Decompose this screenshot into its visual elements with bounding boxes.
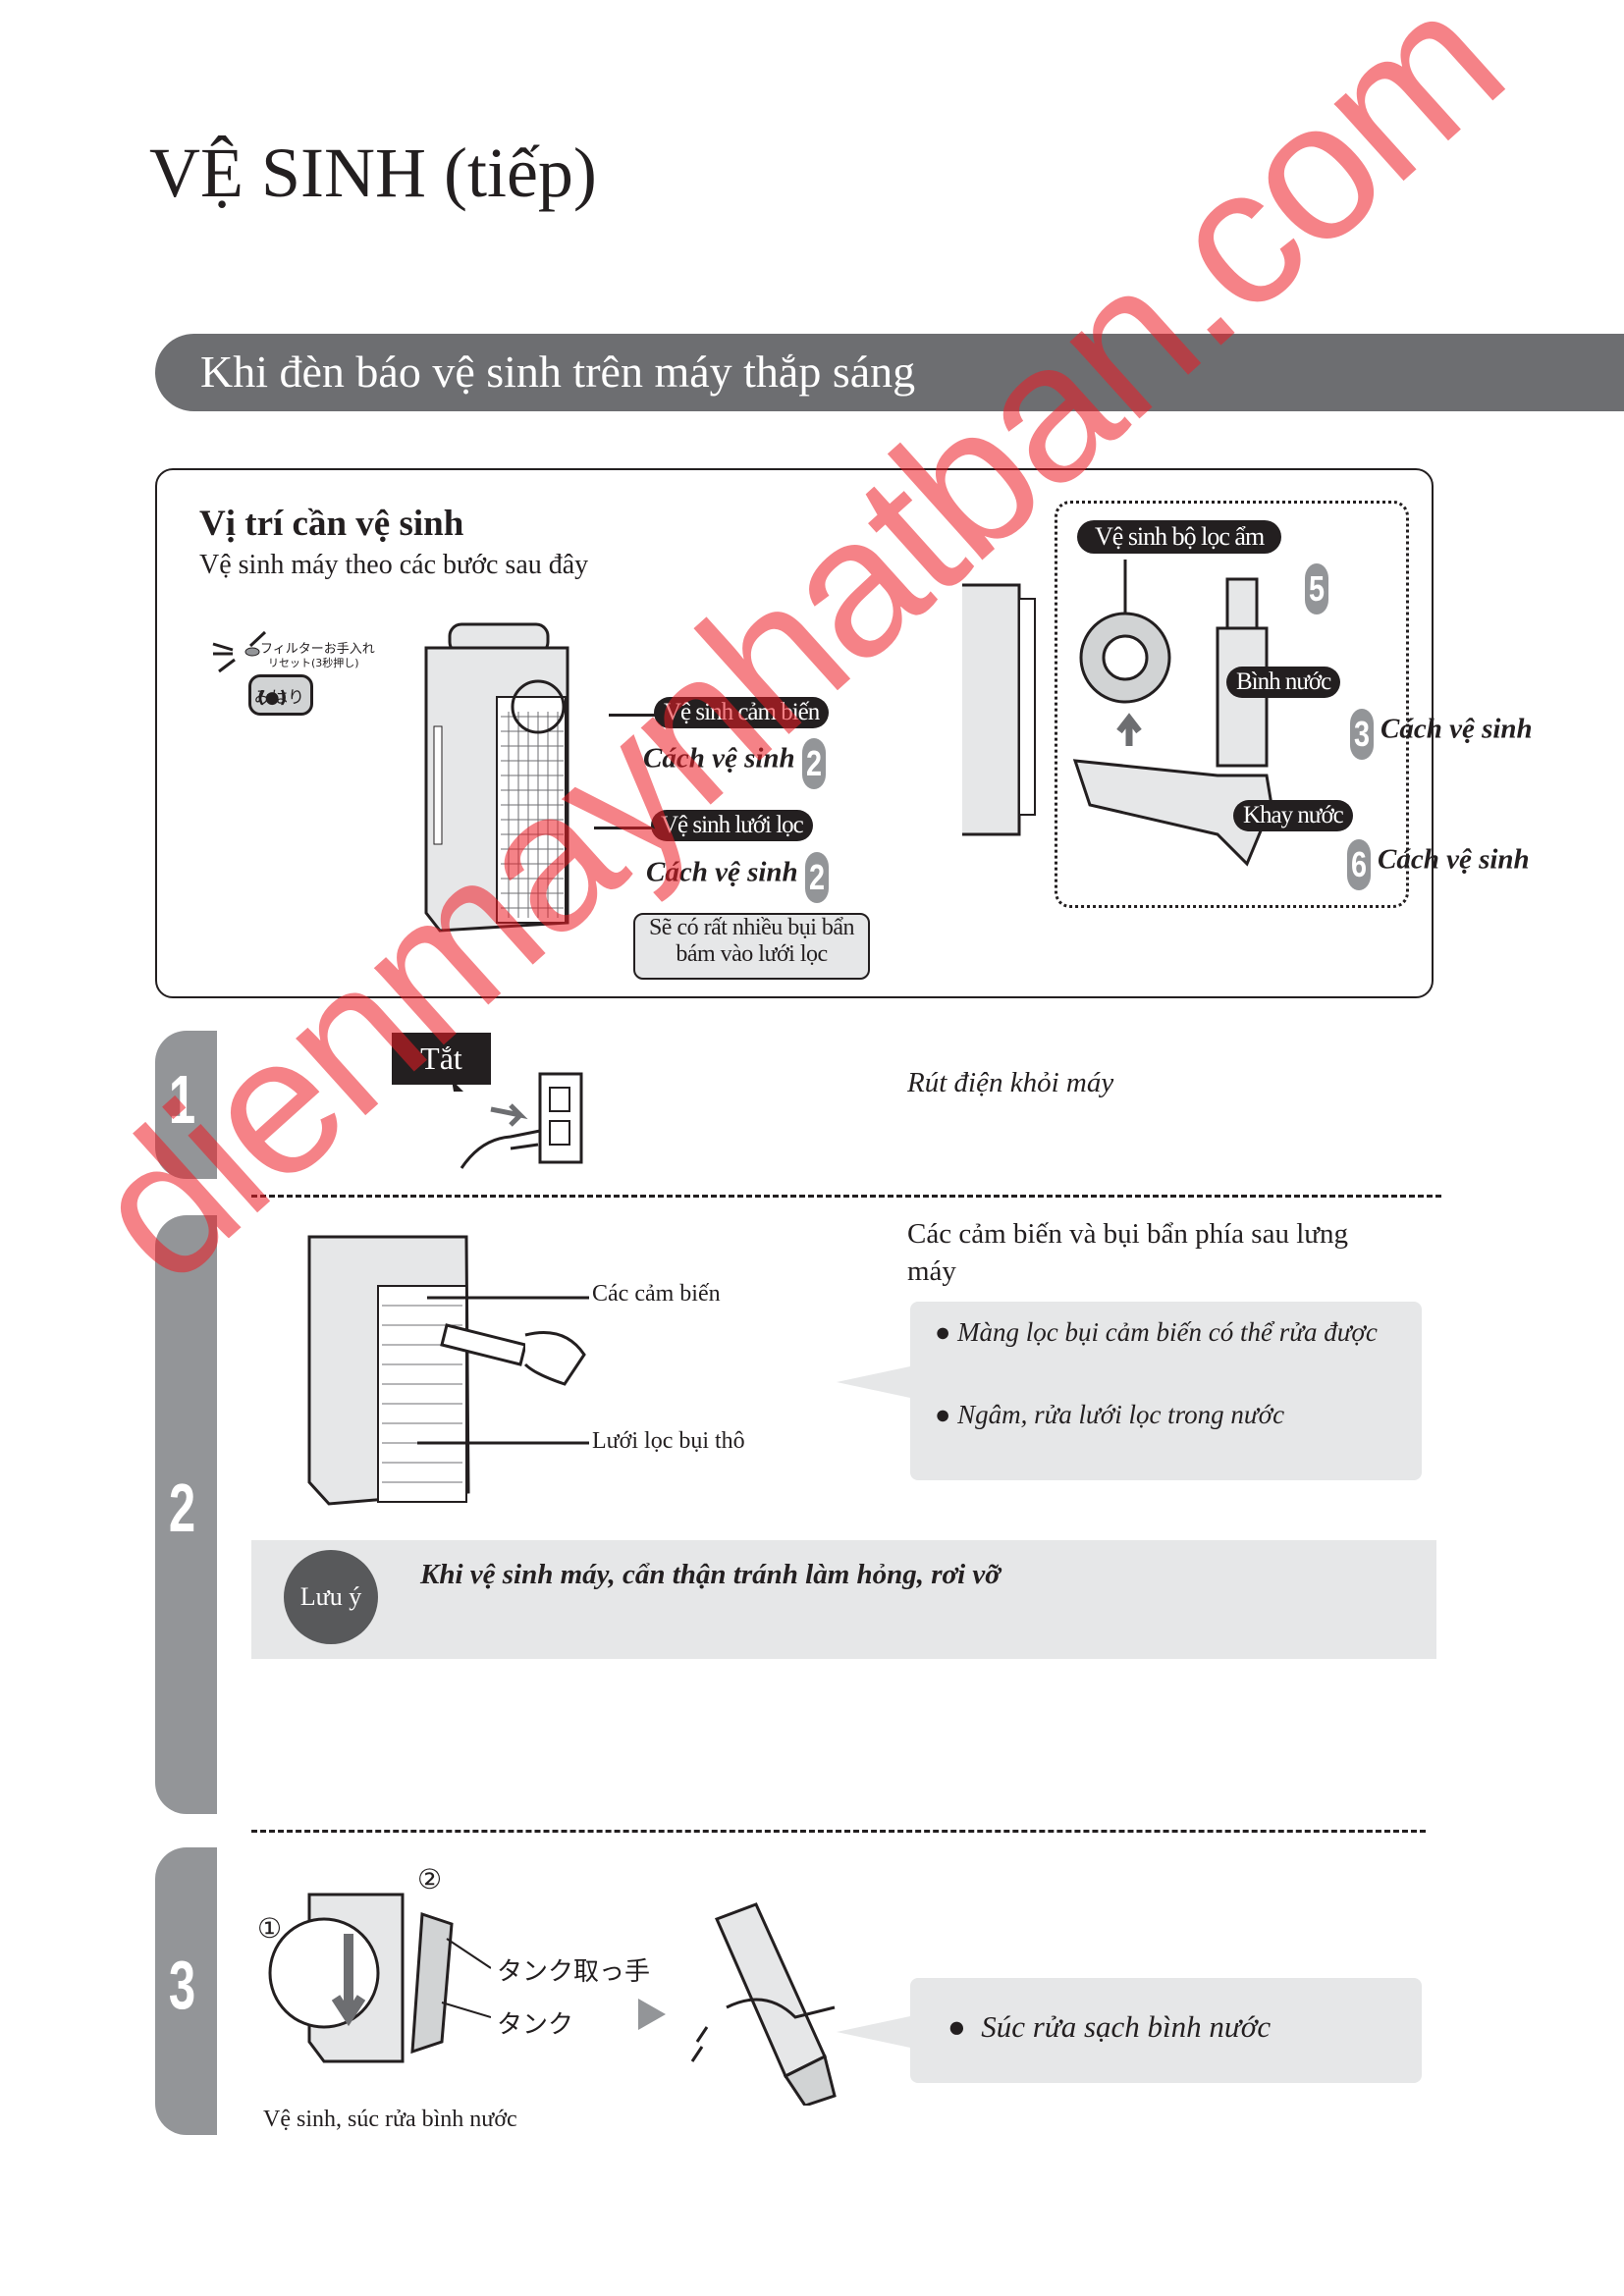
step-1-text: Rút điện khỏi máy	[907, 1067, 1114, 1098]
step-divider	[251, 1830, 1426, 1833]
air-purifier-illustration	[424, 622, 569, 933]
step-ref-badge: 6	[1347, 839, 1371, 890]
sensor-cleaning-label: Vệ sinh cảm biến	[654, 697, 830, 728]
sensor-cleaning-illustration	[307, 1235, 589, 1506]
tank-washing-illustration	[690, 1902, 837, 2106]
step-2-tips: ● Màng lọc bụi cảm biến có thể rửa được …	[910, 1302, 1422, 1480]
howto-text: Cách vệ sinh	[1380, 713, 1533, 745]
panel-label-2: リセット(3秒押し)	[268, 657, 359, 669]
howto-text: Cách vệ sinh	[1378, 843, 1530, 876]
step-ref-badge: 2	[801, 738, 826, 789]
humidifier-filter-label: Vệ sinh bộ lọc ẩm	[1077, 520, 1282, 554]
step-1-tab: 1	[155, 1031, 217, 1179]
tank-removal-illustration	[268, 1893, 491, 2063]
step-ref-badge: 3	[1350, 709, 1374, 760]
callout-pointer	[837, 2016, 910, 2048]
tip-text: Ngâm, rửa lưới lọc trong nước	[957, 1400, 1285, 1429]
step-number: 3	[168, 1947, 196, 2023]
purifier-side-illustration	[962, 583, 1036, 836]
step-2-text: Các cảm biến và bụi bẩn phía sau lưng má…	[907, 1218, 1348, 1287]
tip-text: Màng lọc bụi cảm biến có thể rửa được	[957, 1317, 1378, 1347]
locations-box	[155, 468, 1434, 998]
locations-subtitle: Vệ sinh máy theo các bước sau đây	[199, 550, 589, 580]
step-2-tab: 2	[155, 1215, 217, 1814]
step-3-caption: Vệ sinh, súc rửa bình nước	[263, 2107, 517, 2132]
caution-band	[251, 1540, 1436, 1659]
monitor-button-label: みはり	[254, 688, 304, 708]
step-mark-1: ①	[257, 1914, 283, 1945]
tank-handle-label: タンク取っ手	[497, 1957, 651, 1987]
step-3-tab: 3	[155, 1847, 217, 2135]
unplug-illustration	[452, 1072, 583, 1169]
tip-item: ● Màng lọc bụi cảm biến có thể rửa được	[935, 1317, 1378, 1347]
step-divider	[251, 1195, 1441, 1198]
next-arrow-icon	[638, 1999, 666, 2030]
step-3-tips: ● Súc rửa sạch bình nước	[910, 1978, 1422, 2083]
humidifier-parts-area	[1055, 501, 1409, 908]
howto-text: Cách vệ sinh	[646, 856, 798, 888]
howto-text: Cách vệ sinh	[643, 742, 795, 774]
humidifier-parts-illustration	[1072, 560, 1273, 867]
sensor-leader-line	[609, 714, 658, 717]
step-ref-badge: 5	[1305, 563, 1328, 614]
section-banner: Khi đèn báo vệ sinh trên máy thắp sáng	[155, 334, 1624, 411]
control-panel-illustration: フィルターお手入れ リセット(3秒押し) (●)みはり	[211, 628, 378, 726]
caution-text: Khi vệ sinh máy, cẩn thận tránh làm hỏng…	[420, 1559, 1001, 1590]
tip-item: ● Ngâm, rửa lưới lọc trong nước	[935, 1400, 1285, 1429]
mesh-leader-line	[594, 827, 653, 829]
tip-text: Súc rửa sạch bình nước	[981, 2009, 1272, 2044]
step-ref-badge: 2	[804, 852, 829, 903]
mesh-label: Lưới lọc bụi thô	[592, 1428, 745, 1454]
tank-howto: 3 Cách vệ sinh	[1347, 709, 1533, 760]
dust-note: Sẽ có rất nhiều bụi bẩn bám vào lưới lọc	[633, 913, 870, 980]
tank-label: タンク	[497, 2010, 574, 2040]
locations-heading: Vị trí cần vệ sinh	[199, 504, 464, 544]
mesh-cleaning-label: Vệ sinh lưới lọc	[651, 810, 813, 841]
tray-howto: 6 Cách vệ sinh	[1344, 839, 1530, 890]
step-number: 1	[168, 1061, 196, 1138]
water-tray-label: Khay nước	[1233, 800, 1353, 831]
page-title: VỆ SINH (tiếp)	[149, 133, 597, 212]
water-tank-label: Bình nước	[1226, 667, 1341, 698]
tip-item: ● Súc rửa sạch bình nước	[947, 2009, 1272, 2044]
sensor-howto: Cách vệ sinh 2	[643, 738, 829, 789]
humidifier-step: 5	[1302, 563, 1331, 614]
step-number: 2	[168, 1469, 196, 1546]
banner-text: Khi đèn báo vệ sinh trên máy thắp sáng	[200, 347, 916, 397]
blink-icon	[212, 630, 267, 673]
caution-badge: Lưu ý	[284, 1550, 378, 1644]
step-mark-2: ②	[417, 1865, 443, 1896]
off-label: Tắt	[392, 1033, 491, 1085]
sensor-label: Các cảm biến	[592, 1281, 721, 1307]
panel-label-1: フィルターお手入れ	[260, 642, 375, 657]
monitor-button: (●)みはり	[248, 674, 313, 716]
callout-pointer	[837, 1366, 910, 1398]
mesh-howto: Cách vệ sinh 2	[646, 852, 832, 903]
